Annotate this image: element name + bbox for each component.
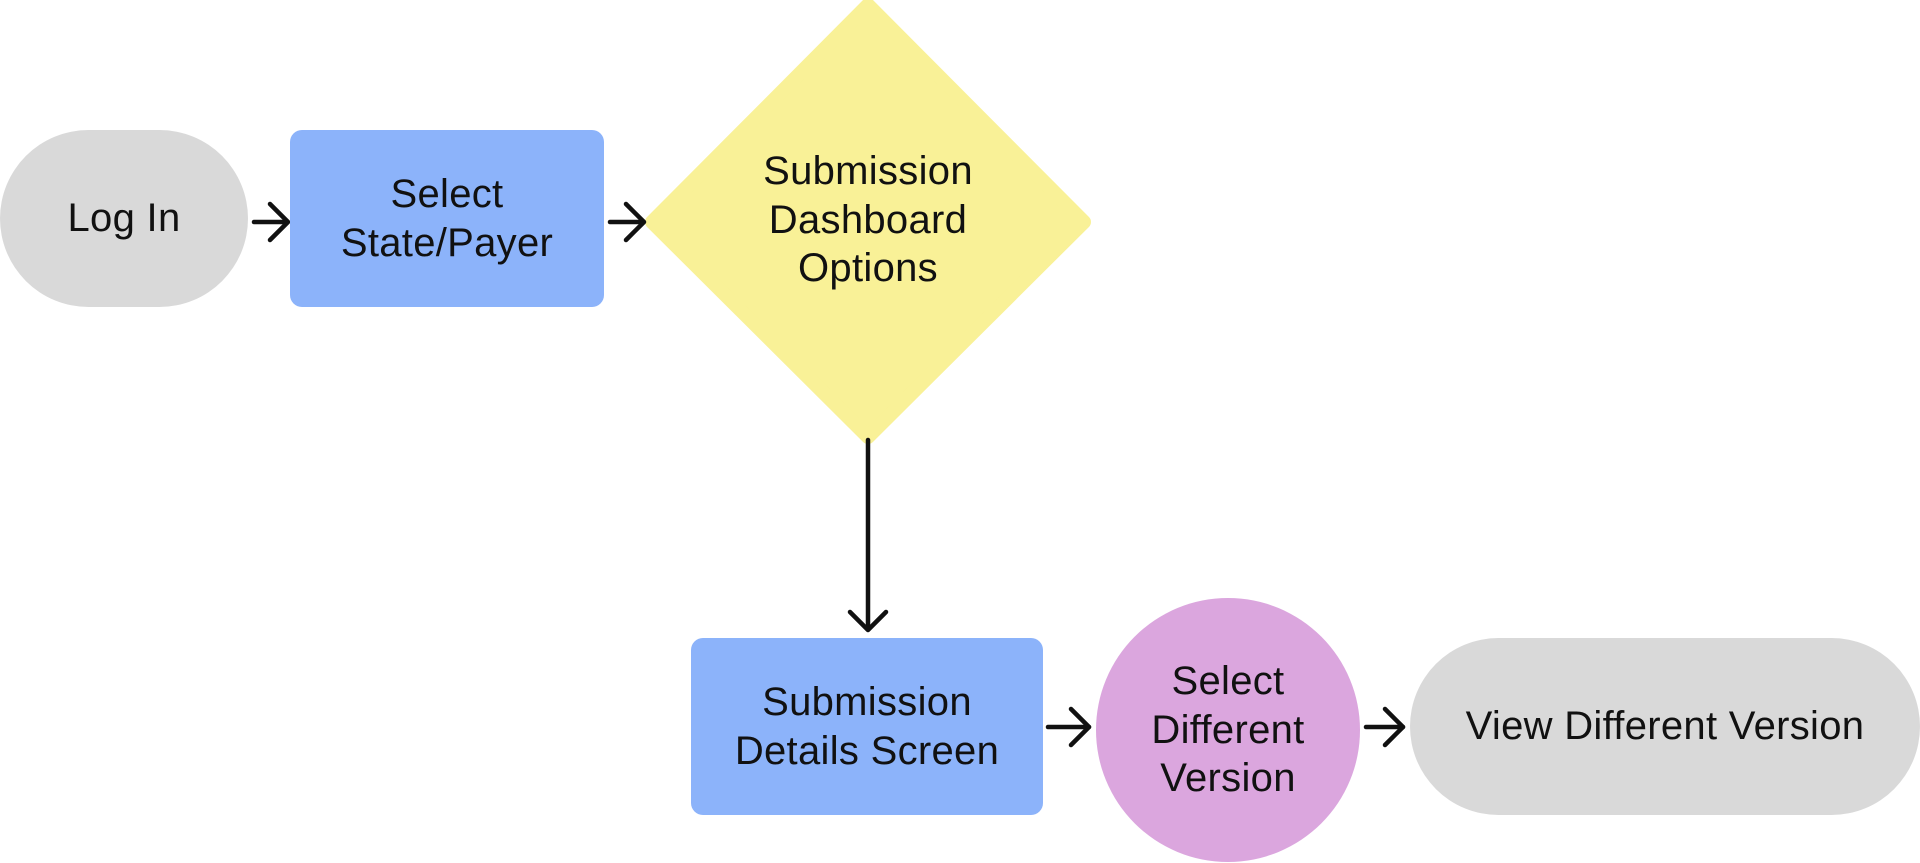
node-view-different-version-label: View Different Version: [1465, 704, 1865, 749]
arrow-select-version-to-view-version: [1363, 706, 1406, 748]
node-select-different-version: Select Different Version: [1096, 598, 1360, 862]
node-submission-details-screen-label: Submission Details Screen: [734, 679, 1000, 773]
node-select-different-version-label: Select Different Version: [1151, 658, 1305, 801]
arrow-login-to-select-state: [251, 201, 291, 243]
node-submission-dashboard-options-label: Submission Dashboard Options: [763, 148, 973, 291]
node-submission-details-screen: Submission Details Screen: [691, 638, 1043, 815]
node-select-state-payer-label: Select State/Payer: [340, 171, 554, 265]
decision-diamond-dashboard: [645, 0, 1091, 444]
arrow-select-state-to-dashboard: [607, 201, 647, 243]
node-log-in-label: Log In: [67, 196, 181, 241]
node-select-state-payer: Select State/Payer: [290, 130, 604, 307]
node-submission-dashboard-options: Submission Dashboard Options: [668, 120, 1068, 320]
node-view-different-version: View Different Version: [1410, 638, 1920, 815]
node-log-in: Log In: [0, 130, 248, 307]
arrow-dashboard-to-details: [847, 437, 889, 633]
arrow-details-to-select-version: [1045, 706, 1092, 748]
